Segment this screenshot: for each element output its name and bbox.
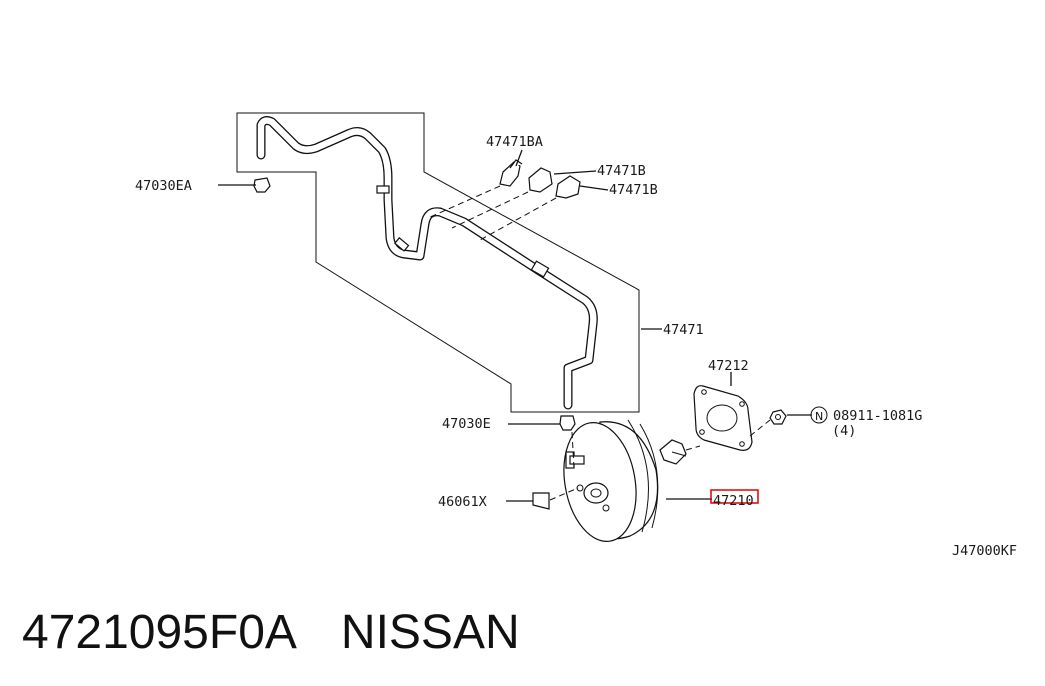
part-footer: 4721095F0A NISSAN — [22, 596, 1022, 668]
label-46061X: 46061X — [438, 494, 487, 510]
brand-name: NISSAN — [340, 605, 520, 659]
booster-highlight-box — [710, 489, 759, 504]
vacuum-hose — [256, 116, 598, 410]
label-08911-1081G: 08911-1081G — [833, 408, 922, 424]
seal-icon — [532, 492, 550, 510]
label-47212: 47212 — [708, 358, 749, 374]
nut-marker: N — [815, 410, 823, 423]
hose-clip-lower — [393, 236, 410, 252]
label-nut-qty: (4) — [832, 423, 856, 439]
label-47471B-1: 47471B — [597, 163, 646, 179]
label-47471B-2: 47471B — [609, 182, 658, 198]
connector-ea-icon — [253, 177, 271, 193]
parts-diagram: 47471BA 47471B 47471B 47030EA 47471 4721… — [135, 112, 1017, 559]
label-47210[interactable]: 47210 — [713, 493, 754, 509]
label-47030EA: 47030EA — [135, 178, 192, 194]
nut-label-group: N 08911-1081G (4) — [810, 406, 922, 439]
label-47471: 47471 — [663, 322, 704, 338]
nut-icon — [769, 409, 787, 425]
hose-assembly-outline — [236, 112, 640, 413]
diagram-code: J47000KF — [952, 543, 1017, 559]
hose-clamps — [499, 159, 581, 199]
connector-e-icon — [559, 415, 576, 431]
part-number: 4721095F0A — [22, 605, 297, 659]
gasket-icon — [693, 385, 753, 451]
brake-booster-icon — [563, 419, 687, 543]
hose-clip-upper — [376, 185, 390, 194]
hose-clip-mid — [530, 260, 550, 278]
label-47471BA: 47471BA — [486, 134, 543, 150]
label-47030E: 47030E — [442, 416, 491, 432]
